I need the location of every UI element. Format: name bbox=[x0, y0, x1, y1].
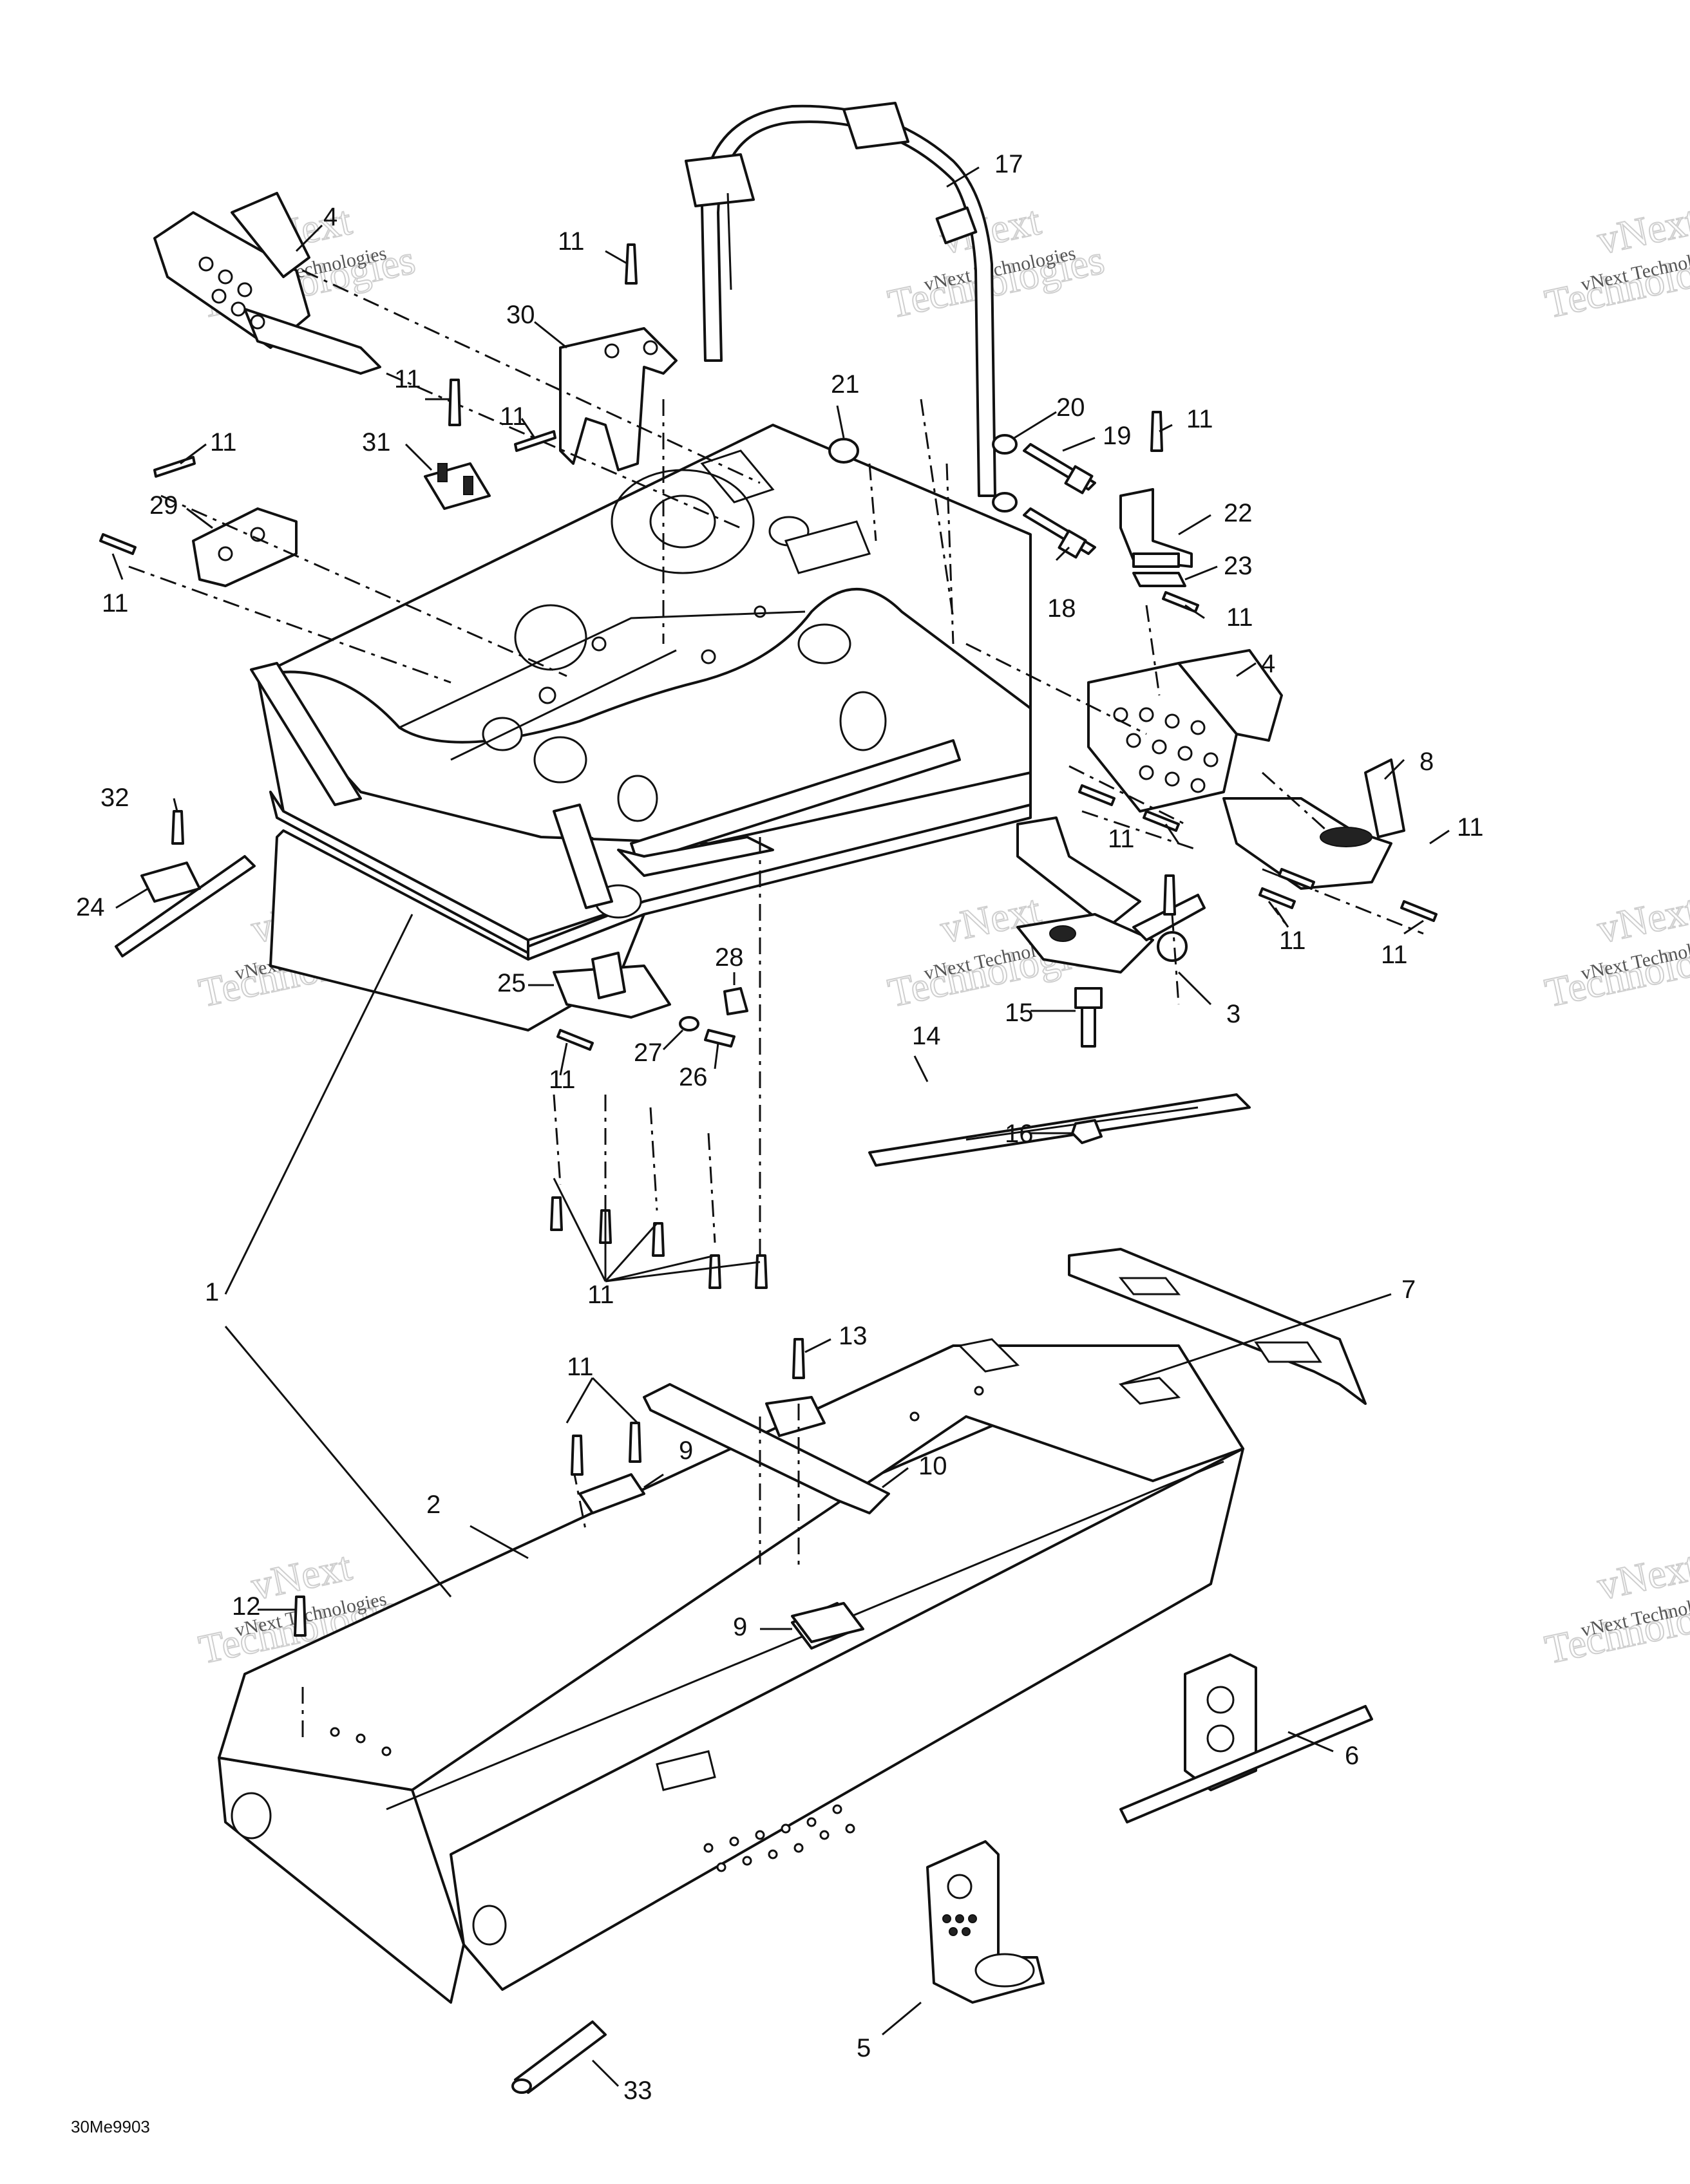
callout-30: 30 bbox=[506, 301, 535, 329]
callout-9-upper: 9 bbox=[679, 1436, 693, 1465]
callout-15: 15 bbox=[1005, 999, 1034, 1027]
callout-23: 23 bbox=[1224, 552, 1253, 580]
callout-labels: 4 11 30 11 11 31 11 29 11 17 21 20 19 11… bbox=[76, 150, 1484, 2105]
nut-16-part bbox=[1071, 1119, 1103, 1144]
callout-18: 18 bbox=[1047, 594, 1076, 623]
callout-11-c: 11 bbox=[500, 402, 527, 431]
tunnel-rivet-holes bbox=[330, 1386, 984, 1872]
callout-17: 17 bbox=[994, 150, 1023, 178]
callout-5: 5 bbox=[857, 2034, 871, 2062]
callout-28: 28 bbox=[715, 943, 744, 972]
callout-20: 20 bbox=[1056, 393, 1085, 422]
plate-23-part bbox=[1132, 572, 1186, 587]
callout-11-b: 11 bbox=[394, 365, 421, 393]
callout-33: 33 bbox=[623, 2076, 652, 2105]
skid-10-part bbox=[643, 1383, 890, 1514]
callout-11-f: 11 bbox=[1186, 405, 1213, 433]
callout-13: 13 bbox=[839, 1322, 868, 1350]
tunnel-part bbox=[218, 1338, 1244, 2004]
callout-1: 1 bbox=[205, 1278, 219, 1306]
bracket-22-part bbox=[1119, 488, 1193, 568]
callout-11-g: 11 bbox=[1226, 603, 1253, 632]
callout-25: 25 bbox=[497, 969, 526, 997]
callout-2: 2 bbox=[426, 1491, 441, 1519]
callout-29: 29 bbox=[149, 491, 178, 520]
runner-14-part bbox=[868, 1093, 1251, 1167]
screw-26-part bbox=[704, 1029, 736, 1048]
grommet-28-part bbox=[723, 987, 748, 1015]
callout-11-j: 11 bbox=[1279, 927, 1306, 955]
callout-14: 14 bbox=[912, 1022, 941, 1050]
callout-16: 16 bbox=[1005, 1120, 1034, 1148]
washer-20-part bbox=[992, 434, 1018, 513]
plate-7-part bbox=[1068, 1248, 1367, 1405]
rod-24-part bbox=[115, 855, 256, 957]
callout-9-lower: 9 bbox=[733, 1613, 747, 1641]
plate-29-part bbox=[192, 507, 298, 587]
callout-11-top: 11 bbox=[558, 227, 585, 256]
footrest-right-part bbox=[1087, 649, 1283, 813]
callout-10: 10 bbox=[918, 1452, 947, 1480]
tube-33-part bbox=[511, 2020, 607, 2094]
callout-4-right: 4 bbox=[1261, 650, 1275, 678]
callout-24: 24 bbox=[76, 893, 105, 921]
callout-27: 27 bbox=[634, 1039, 663, 1067]
callout-31: 31 bbox=[362, 428, 391, 457]
callout-21: 21 bbox=[831, 370, 860, 399]
bracket-8-part bbox=[1222, 758, 1405, 890]
callout-11-l: 11 bbox=[549, 1066, 576, 1094]
callout-7: 7 bbox=[1401, 1276, 1416, 1304]
callout-4-upper: 4 bbox=[323, 203, 337, 231]
bracket-30-part bbox=[559, 327, 678, 471]
watermark-6: vNext Technologies vNext Technologies bbox=[1541, 885, 1690, 1016]
bolt-15-part bbox=[1074, 987, 1103, 1048]
nut-21-part bbox=[828, 438, 859, 464]
bracket-31-part bbox=[424, 462, 491, 510]
clip-32-part bbox=[140, 861, 201, 903]
callout-11-e: 11 bbox=[102, 589, 129, 617]
callout-11-d: 11 bbox=[210, 428, 237, 457]
callout-3: 3 bbox=[1226, 1000, 1240, 1028]
block-9-upper-part bbox=[578, 1473, 645, 1514]
pin-fasteners bbox=[99, 243, 1438, 1637]
bolt-19-part bbox=[1023, 443, 1096, 494]
callout-19: 19 bbox=[1103, 422, 1132, 450]
bracket-5-part bbox=[926, 1840, 1045, 2004]
bracket-6-part bbox=[1119, 1653, 1373, 1823]
callout-6: 6 bbox=[1345, 1742, 1359, 1770]
callout-8: 8 bbox=[1419, 748, 1434, 776]
support-3-part bbox=[1016, 816, 1206, 974]
leader-lines bbox=[111, 166, 1450, 2087]
watermark-9: vNext Technologies vNext Technologies bbox=[1541, 1542, 1690, 1673]
callout-22: 22 bbox=[1224, 499, 1253, 527]
callout-11-h: 11 bbox=[1457, 813, 1484, 842]
upper-frame-part bbox=[250, 424, 1032, 1031]
washer-27-part bbox=[679, 1016, 699, 1031]
callout-11-m: 11 bbox=[587, 1281, 614, 1309]
footrest-left-part bbox=[153, 192, 381, 375]
watermark-3: vNext Technologies vNext Technologies bbox=[1541, 196, 1690, 327]
callout-12: 12 bbox=[232, 1592, 261, 1621]
steering-loop-part bbox=[685, 102, 996, 497]
callout-11-n: 11 bbox=[567, 1353, 594, 1381]
callout-11-i: 11 bbox=[1108, 825, 1135, 853]
callout-11-k: 11 bbox=[1381, 941, 1408, 969]
bracket-25-part bbox=[553, 952, 671, 1019]
callout-26: 26 bbox=[679, 1063, 708, 1091]
block-9-lower-part bbox=[791, 1602, 864, 1643]
figure-code: 30Me9903 bbox=[71, 2117, 150, 2136]
callout-32: 32 bbox=[100, 784, 129, 812]
bolt-18-part bbox=[1023, 507, 1096, 559]
